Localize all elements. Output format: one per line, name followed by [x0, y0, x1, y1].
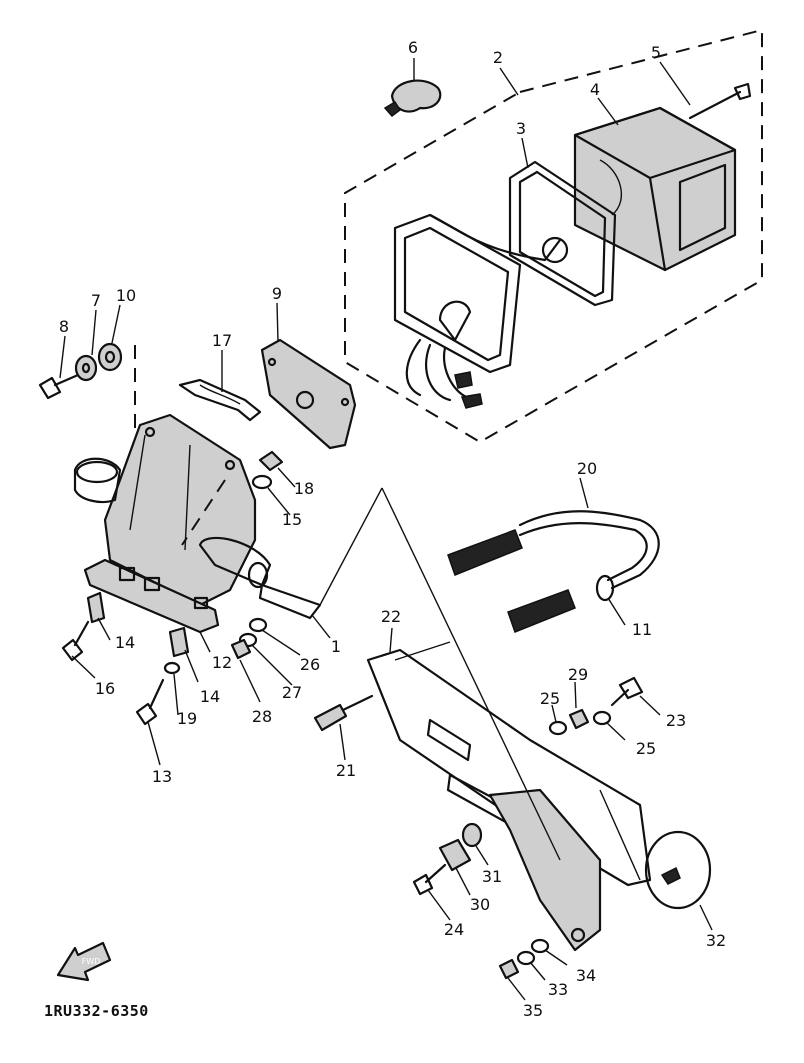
part-nut-28 [230, 638, 252, 660]
label-part-10: 10 [116, 286, 136, 305]
label-part-26: 26 [300, 655, 320, 674]
part-bulb [383, 79, 442, 118]
label-part-30: 30 [470, 895, 490, 914]
part-wire-clip [178, 378, 262, 422]
part-washer-7 [74, 354, 98, 382]
label-part-19: 19 [177, 709, 197, 728]
part-bolt-24 [412, 863, 447, 896]
part-gasket [508, 160, 617, 307]
part-long-screw [688, 82, 752, 120]
label-part-12: 12 [212, 653, 232, 672]
label-part-9: 9 [272, 284, 282, 303]
part-bolt-8 [38, 373, 80, 400]
part-main-bracket [73, 413, 322, 620]
diagram-reference-code: 1RU332-6350 [44, 1002, 149, 1020]
label-part-20: 20 [577, 459, 597, 478]
part-lower-plate [83, 558, 220, 634]
part-washer-25a [548, 720, 568, 736]
label-part-16: 16 [95, 679, 115, 698]
part-lens-housing [573, 106, 737, 272]
label-part-33: 33 [548, 980, 568, 999]
label-part-6: 6 [408, 38, 418, 57]
part-nut-26 [248, 617, 268, 633]
part-washer-25b [592, 710, 612, 726]
part-wire-harness [447, 510, 660, 633]
part-license-bracket [366, 641, 652, 952]
part-nut-18 [258, 450, 284, 472]
label-part-23: 23 [666, 711, 686, 730]
reference-lines [134, 345, 641, 881]
part-nut-29 [568, 708, 590, 730]
label-part-14a: 14 [115, 633, 135, 652]
part-spacer-14b [168, 626, 190, 658]
part-taillight-body [393, 213, 569, 409]
part-bolt-23 [610, 676, 644, 707]
leader-lines [59, 58, 713, 1001]
label-part-28: 28 [252, 707, 272, 726]
label-part-8: 8 [59, 317, 69, 336]
label-part-31: 31 [482, 867, 502, 886]
label-part-18: 18 [294, 479, 314, 498]
part-reflector [644, 830, 712, 910]
part-washer-33 [516, 950, 536, 966]
label-part-2: 2 [493, 48, 503, 67]
label-part-11: 11 [632, 620, 652, 639]
label-part-24: 24 [444, 920, 464, 939]
label-part-14b: 14 [200, 687, 220, 706]
label-part-13: 13 [152, 767, 172, 786]
part-grommet-10 [97, 342, 123, 372]
part-labels: 6 2 3 4 5 7 10 8 9 17 18 15 20 11 1 26 2… [59, 38, 726, 1020]
label-part-17: 17 [212, 331, 232, 350]
part-spacer-14a [86, 591, 106, 624]
part-bolt-16 [61, 620, 90, 662]
label-part-15: 15 [282, 510, 302, 529]
part-cover-plate [260, 338, 357, 450]
label-part-22: 22 [381, 607, 401, 626]
label-part-27: 27 [282, 683, 302, 702]
label-part-4: 4 [590, 80, 600, 99]
part-block-30 [438, 838, 472, 872]
part-washer-15 [251, 474, 273, 490]
label-part-5: 5 [651, 43, 661, 62]
label-part-7: 7 [91, 291, 101, 310]
label-part-21: 21 [336, 761, 356, 780]
part-collar-31 [461, 822, 483, 848]
forward-arrow-label: FWD [82, 957, 101, 966]
part-bolt-21 [313, 694, 374, 732]
part-washer-19 [163, 661, 181, 675]
label-part-29: 29 [568, 665, 588, 684]
label-part-35: 35 [523, 1001, 543, 1020]
forward-arrow-icon: FWD [56, 941, 112, 982]
part-nut-35 [498, 958, 520, 980]
label-part-3: 3 [516, 119, 526, 138]
taillight-assembly-boundary [344, 28, 763, 444]
part-washer-34 [530, 938, 550, 954]
label-part-1: 1 [331, 637, 341, 656]
label-part-34: 34 [576, 966, 596, 985]
label-part-25b: 25 [636, 739, 656, 758]
label-part-25a: 25 [540, 689, 560, 708]
label-part-32: 32 [706, 931, 726, 950]
part-bolt-13 [135, 678, 165, 726]
